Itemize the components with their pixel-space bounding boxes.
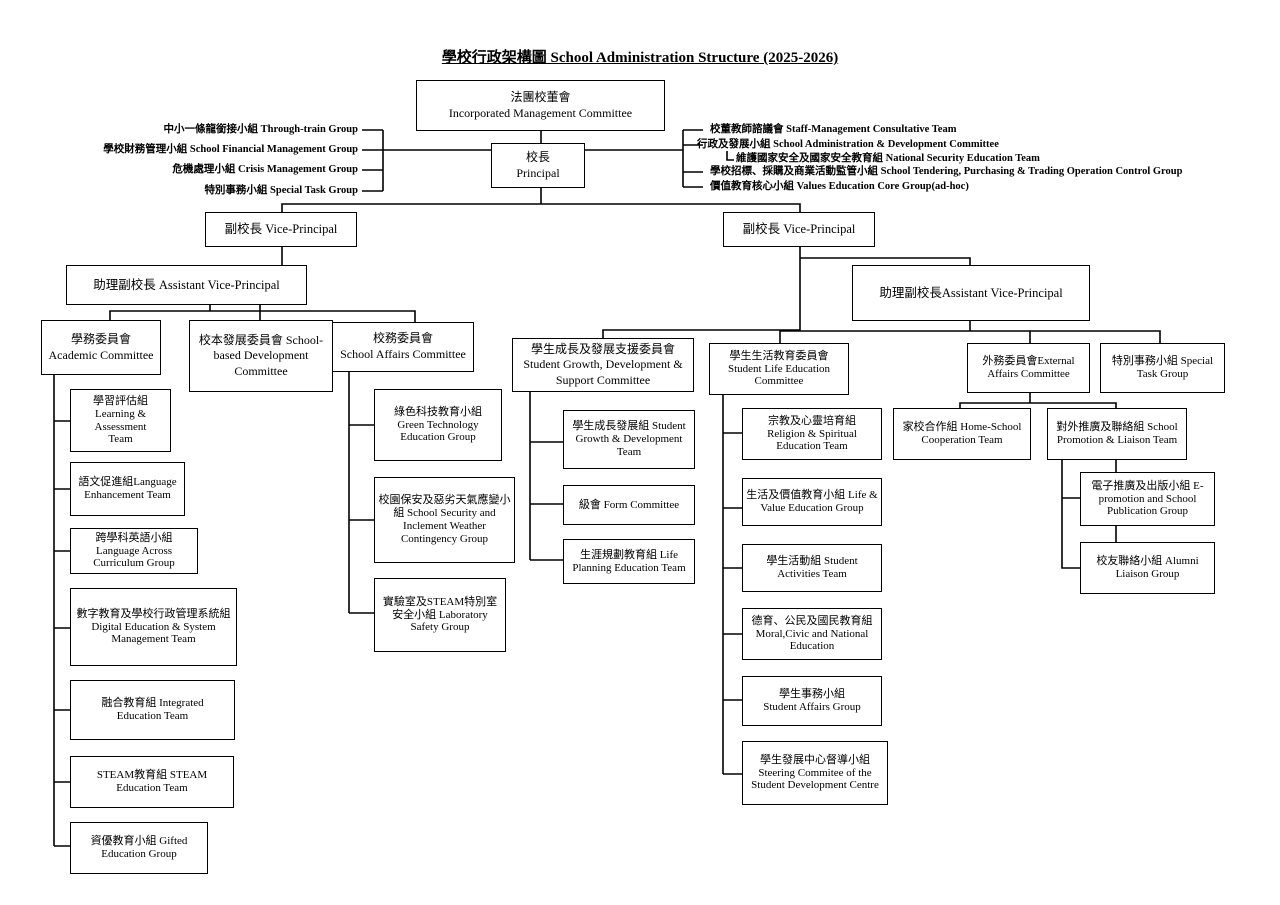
school-based-development-box: 校本發展委員會 School-based Development Committ… (189, 320, 333, 392)
life-team-religion: 宗教及心靈培育組 Religion & Spiritual Education … (742, 408, 882, 460)
academic-committee-box: 學務委員會 Academic Committee (41, 320, 161, 375)
life-team-activities: 學生活動組 Student Activities Team (742, 544, 882, 592)
imc-box: 法團校董會 Incorporated Management Committee (416, 80, 665, 131)
academic-team-language: 語文促進組Language Enhancement Team (70, 462, 185, 516)
alumni-liaison-box: 校友聯絡小組 Alumni Liaison Group (1080, 542, 1215, 594)
imc-en: Incorporated Management Committee (448, 105, 633, 120)
school-affairs-team-lab-safety: 實驗室及STEAM特別室安全小組 Laboratory Safety Group (374, 578, 506, 652)
life-team-student-affairs: 學生事務小組 Student Affairs Group (742, 676, 882, 726)
principal-box: 校長 Principal (491, 143, 585, 188)
principal-zh: 校長 (525, 149, 550, 164)
academic-en: Academic Committee (48, 347, 154, 362)
life-team-moral-civic: 德育、公民及國民教育組 Moral,Civic and National Edu… (742, 608, 882, 660)
principal-en: Principal (516, 165, 560, 180)
school-affairs-committee-box: 校務委員會 School Affairs Committee (332, 322, 474, 372)
growth-team-student-growth: 學生成長發展組 Student Growth & Development Tea… (563, 410, 695, 469)
left-group-financial: 學校財務管理小組 School Financial Management Gro… (103, 144, 358, 155)
growth-team-form-committee: 級會 Form Committee (563, 485, 695, 525)
right-group-tendering: 學校招標、採購及商業活動監管小組 School Tendering, Purch… (710, 166, 1183, 177)
e-promotion-publication-box: 電子推廣及出版小組 E-promotion and School Publica… (1080, 472, 1215, 526)
school-affairs-team-green-tech: 綠色科技教育小組 Green Technology Education Grou… (374, 389, 502, 461)
school-affairs-team-security: 校園保安及惡劣天氣應變小組 School Security and Inclem… (374, 477, 515, 563)
student-growth-committee-box: 學生成長及發展支援委員會 Student Growth, Development… (512, 338, 694, 392)
academic-team-assessment: 學習評估組 Learning & Assessment Team (70, 389, 171, 452)
academic-team-lac: 跨學科英語小組 Language Across Curriculum Group (70, 528, 198, 574)
right-group-staff-mgmt: 校董教師諮議會 Staff-Management Consultative Te… (710, 124, 957, 135)
growth-zh: 學生成長及發展支援委員會 (530, 341, 675, 356)
life-team-life-value: 生活及價值教育小組 Life & Value Education Group (742, 478, 882, 526)
left-group-through-train: 中小一條龍銜接小組 Through-train Group (163, 124, 358, 135)
external-affairs-committee-box: 外務委員會External Affairs Committee (967, 343, 1090, 393)
school-promotion-liaison-box: 對外推廣及聯絡組 School Promotion & Liaison Team (1047, 408, 1187, 460)
student-life-committee-box: 學生生活教育委員會 Student Life Education Committ… (709, 343, 849, 395)
school-affairs-zh: 校務委員會 (372, 331, 433, 346)
academic-team-steam: STEAM教育組 STEAM Education Team (70, 756, 234, 808)
avp-right-box: 助理副校長Assistant Vice-Principal (852, 265, 1090, 321)
growth-team-life-planning: 生涯規劃教育組 Life Planning Education Team (563, 539, 695, 584)
home-school-cooperation-box: 家校合作組 Home-School Cooperation Team (893, 408, 1031, 460)
academic-team-digital: 數字教育及學校行政管理系統組 Digital Education & Syste… (70, 588, 237, 666)
life-team-steering: 學生發展中心督導小組 Steering Commitee of the Stud… (742, 741, 888, 805)
right-group-values: 價值教育核心小組 Values Education Core Group(ad-… (710, 181, 969, 192)
vp-left-box: 副校長 Vice-Principal (205, 212, 357, 247)
left-group-special-task: 特別事務小組 Special Task Group (204, 185, 358, 196)
academic-zh: 學務委員會 (70, 331, 131, 346)
vp-right-box: 副校長 Vice-Principal (723, 212, 875, 247)
academic-team-integrated: 融合教育組 Integrated Education Team (70, 680, 235, 740)
imc-zh: 法團校董會 (510, 89, 571, 104)
school-affairs-en: School Affairs Committee (340, 347, 466, 361)
right-group-admin-dev: 行政及發展小組 School Administration & Developm… (697, 139, 999, 150)
avp-left-box: 助理副校長 Assistant Vice-Principal (66, 265, 307, 305)
left-group-crisis: 危機處理小組 Crisis Management Group (172, 164, 358, 175)
page-title: 學校行政架構圖 School Administration Structure … (441, 50, 839, 66)
academic-team-gifted: 資優教育小組 Gifted Education Group (70, 822, 208, 874)
right-group-national-security: 維護國家安全及國家安全教育組 National Security Educati… (736, 153, 1040, 164)
special-task-group-box: 特別事務小組 Special Task Group (1100, 343, 1225, 393)
growth-en: Student Growth, Development & Support Co… (523, 357, 683, 387)
